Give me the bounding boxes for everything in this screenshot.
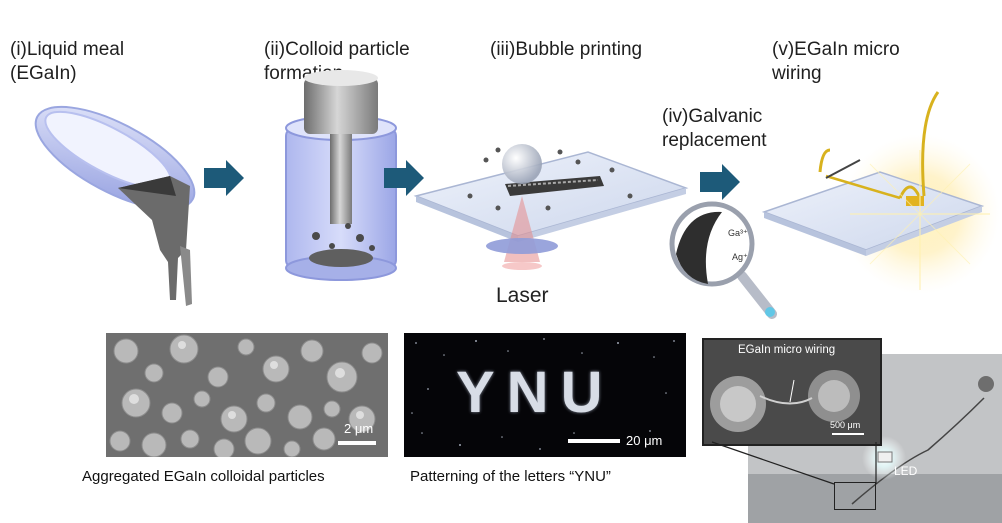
step-5-label: (v)EGaIn micro wiring (772, 39, 900, 84)
step-4-label: (iv)Galvanic replacement (662, 106, 767, 151)
sem-scale-bar (338, 441, 376, 445)
step-1-label: (i)Liquid meal (EGaIn) (10, 39, 125, 84)
ion-ag-label: Ag⁺ (732, 252, 748, 262)
sem-scale-label: 2 μm (344, 421, 374, 436)
letters-caption: Patterning of the letters “YNU” (410, 468, 611, 485)
letters-image-panel: YNU 20 μm (404, 333, 686, 457)
inset-title: EGaIn micro wiring (738, 344, 836, 356)
letters-starfield (411, 338, 675, 450)
arrow-1-icon (204, 160, 244, 196)
sem-caption: Aggregated EGaIn colloidal particles (82, 468, 325, 485)
zoom-region-box (834, 482, 876, 510)
led-label: LED (894, 464, 918, 478)
sem-image-panel: 2 μm (106, 333, 388, 457)
bubble-printing (413, 144, 689, 270)
letters-scale-bar (568, 439, 620, 443)
sem-particles-image (106, 333, 388, 457)
inset-scale-label: 500 μm (830, 420, 861, 430)
arrow-2-icon (384, 160, 424, 196)
colloid-vessel (285, 70, 397, 281)
micro-wiring-plate (761, 91, 1000, 294)
wiring-inset-image (704, 340, 880, 444)
magnifier-icon: Ga³⁺ Ag⁺ (669, 201, 777, 319)
letters-scale-label: 20 μm (626, 433, 663, 448)
wiring-inset: EGaIn micro wiring 500 μm (702, 338, 882, 446)
laser-label: Laser (496, 284, 549, 307)
ynu-letters: YNU (456, 360, 615, 425)
ion-ga-label: Ga³⁺ (728, 228, 748, 238)
liquid-metal-dish (34, 105, 196, 306)
arrow-3-icon (700, 164, 740, 200)
step-3-label: (iii)Bubble printing (490, 39, 643, 60)
